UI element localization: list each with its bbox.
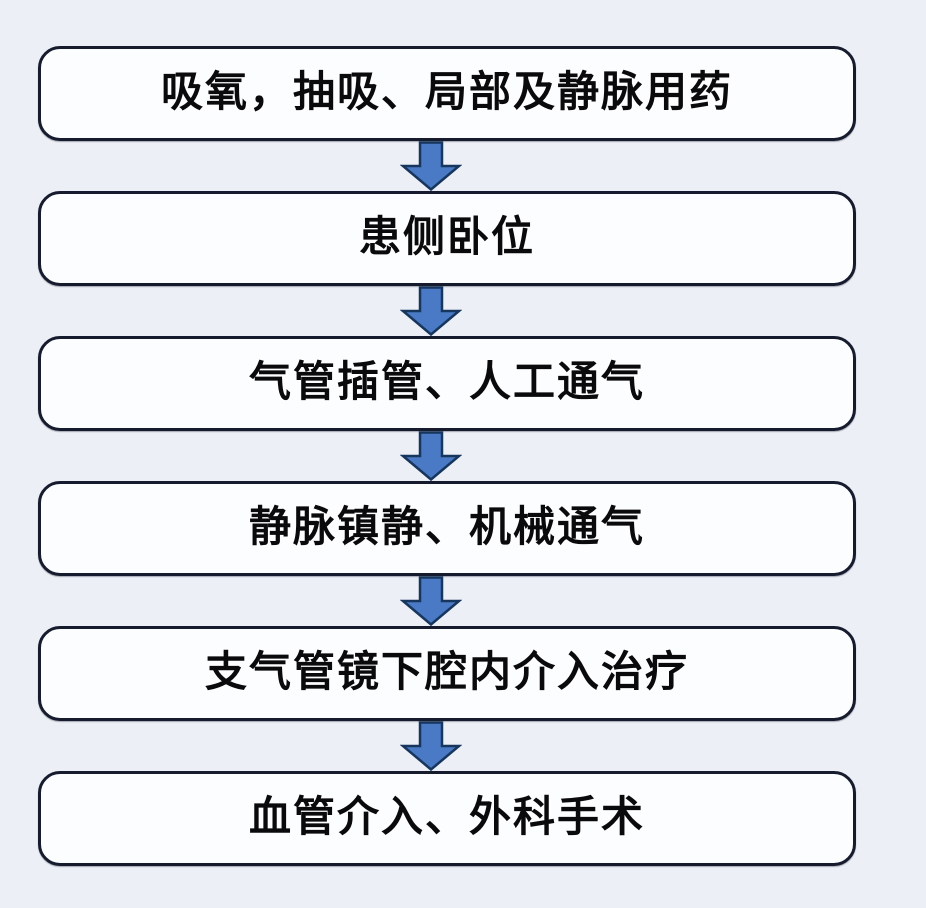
flowchart: 吸氧，抽吸、局部及静脉用药 患侧卧位 气管插管、人工通气 静脉镇静、机械通气 支… [38,0,856,866]
flow-step-1: 吸氧，抽吸、局部及静脉用药 [38,46,856,141]
flow-step-2-label: 患侧卧位 [358,211,535,261]
flow-step-5-label: 支气管镜下腔内介入治疗 [204,646,689,696]
flow-step-6: 血管介入、外科手术 [38,771,856,866]
connector-1 [38,141,856,191]
down-arrow-icon [400,141,462,191]
flow-step-1-label: 吸氧，抽吸、局部及静脉用药 [160,66,733,116]
down-arrow-icon [400,576,462,626]
flow-step-2: 患侧卧位 [38,191,856,286]
connector-3 [38,431,856,481]
flow-step-4: 静脉镇静、机械通气 [38,481,856,576]
flow-step-6-label: 血管介入、外科手术 [248,791,645,841]
flow-step-5: 支气管镜下腔内介入治疗 [38,626,856,721]
connector-5 [38,721,856,771]
flow-step-3-label: 气管插管、人工通气 [248,356,645,406]
down-arrow-icon [400,721,462,771]
flow-step-3: 气管插管、人工通气 [38,336,856,431]
connector-4 [38,576,856,626]
flow-step-4-label: 静脉镇静、机械通气 [248,501,645,551]
down-arrow-icon [400,286,462,336]
connector-2 [38,286,856,336]
down-arrow-icon [400,431,462,481]
